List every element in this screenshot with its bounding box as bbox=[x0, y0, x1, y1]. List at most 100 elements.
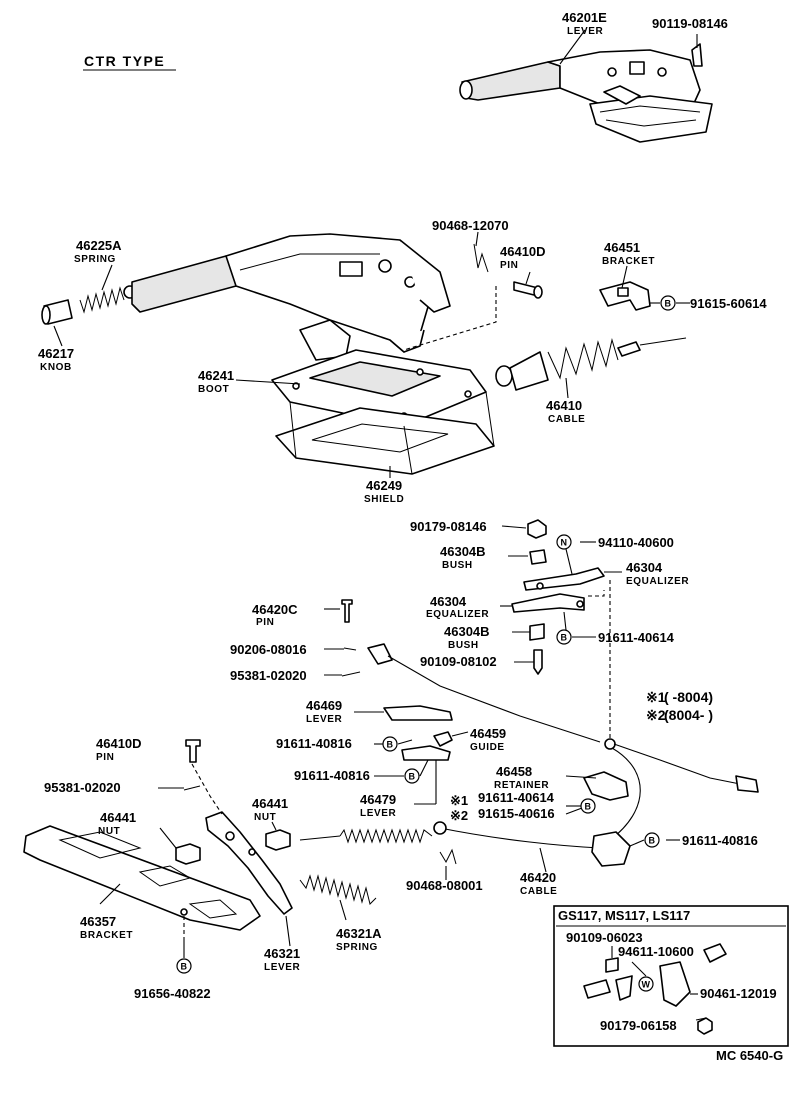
svg-text:B: B bbox=[649, 836, 656, 846]
lever-assembly-small-drawing bbox=[459, 43, 713, 143]
callout-90468-08001-number: 90468-08001 bbox=[406, 878, 483, 893]
callout-46304b-upper-label: BUSH bbox=[442, 560, 473, 571]
callout-46321a-label: SPRING bbox=[336, 942, 378, 953]
callout-46410-number: 46410 bbox=[546, 398, 582, 413]
callout-46357-label: BRACKET bbox=[80, 930, 133, 941]
callout-91611-40614-b-number: 91611-40614 bbox=[478, 790, 555, 805]
svg-text:※1: ※1 bbox=[646, 689, 666, 705]
callout-46321-number: 46321 bbox=[264, 946, 300, 961]
lever-46479-drawing bbox=[401, 745, 451, 761]
callout-46217-number: 46217 bbox=[38, 346, 74, 361]
svg-text:(8004- ): (8004- ) bbox=[664, 707, 713, 723]
retainer-46458-drawing bbox=[583, 771, 629, 801]
callout-46410d-lower-label: PIN bbox=[96, 752, 114, 763]
svg-text:※2: ※2 bbox=[646, 707, 666, 723]
callout-90206-08016-number: 90206-08016 bbox=[230, 642, 307, 657]
callout-46420c-number: 46420C bbox=[252, 602, 298, 617]
callout-91656-40822-number: 91656-40822 bbox=[134, 986, 211, 1001]
threaded-rod-drawing bbox=[299, 828, 433, 844]
callout-46420-number: 46420 bbox=[520, 870, 556, 885]
callout-46469-label: LEVER bbox=[306, 714, 343, 725]
callout-46459-number: 46459 bbox=[470, 726, 506, 741]
callout-91611-40816-c-number: 91611-40816 bbox=[682, 833, 758, 848]
callout-46304b-lower-number: 46304B bbox=[444, 624, 490, 639]
pin-46410d-lower-drawing bbox=[185, 739, 201, 763]
callout-46410d-lower-number: 46410D bbox=[96, 736, 142, 751]
callout-46420c-label: PIN bbox=[256, 617, 274, 628]
bracket-46451-drawing bbox=[599, 281, 651, 311]
bracket-46357-drawing bbox=[23, 825, 261, 931]
callout-46451-number: 46451 bbox=[604, 240, 640, 255]
cable-46410-drawing bbox=[495, 337, 687, 391]
main-lever-drawing bbox=[41, 233, 451, 361]
svg-text:B: B bbox=[409, 772, 416, 782]
callout-46441-right-label: NUT bbox=[254, 812, 276, 823]
boot-46241-drawing bbox=[271, 349, 487, 427]
callout-95381-02020-lower-number: 95381-02020 bbox=[44, 780, 121, 795]
callout-46304-left-number: 46304 bbox=[430, 594, 467, 609]
callout-46441-left-number: 46441 bbox=[100, 810, 136, 825]
callout-95381-02020-number: 95381-02020 bbox=[230, 668, 307, 683]
pin-95381-drawing bbox=[341, 671, 361, 677]
callout-46410d-label: PIN bbox=[500, 260, 518, 271]
callout-46241-label: BOOT bbox=[198, 384, 229, 395]
callout-91615-40616-number: 91615-40616 bbox=[478, 806, 555, 821]
callout-46479-number: 46479 bbox=[360, 792, 396, 807]
assembly-dashed-lines bbox=[183, 286, 611, 940]
callout-46357-number: 46357 bbox=[80, 914, 116, 929]
callout-46241-number: 46241 bbox=[198, 368, 234, 383]
callout-90119-08146-number: 90119-08146 bbox=[652, 16, 728, 31]
callout-46410-label: CABLE bbox=[548, 414, 585, 425]
callout-46441-right-number: 46441 bbox=[252, 796, 288, 811]
svg-text:W: W bbox=[642, 980, 651, 990]
callout-90468-12070-number: 90468-12070 bbox=[432, 218, 509, 233]
symbol-marks: B N B B B B B B bbox=[176, 295, 676, 974]
callout-46479-label: LEVER bbox=[360, 808, 397, 819]
callout-46201e-number: 46201E bbox=[562, 10, 607, 25]
callout-91611-40816-b-number: 91611-40816 bbox=[294, 768, 370, 783]
svg-text:CTR TYPE: CTR TYPE bbox=[84, 53, 165, 69]
callout-46249-label: SHIELD bbox=[364, 494, 404, 505]
svg-text:B: B bbox=[561, 633, 568, 643]
callout-46458-label: RETAINER bbox=[494, 780, 549, 791]
callout-90109-08102-number: 90109-08102 bbox=[420, 654, 497, 669]
callout-91611-40614-number: 91611-40614 bbox=[598, 630, 675, 645]
figure-code: MC 6540-G bbox=[716, 1048, 783, 1063]
callout-46249-number: 46249 bbox=[366, 478, 402, 493]
callout-91615-60614-number: 91615-60614 bbox=[690, 296, 767, 311]
svg-text:B: B bbox=[387, 740, 394, 750]
svg-text:B: B bbox=[585, 802, 592, 812]
equalizer-group-drawing bbox=[511, 519, 605, 675]
note-ref-1: ※1 bbox=[450, 793, 468, 808]
pin-46420c-drawing bbox=[341, 599, 353, 623]
callout-46225a-number: 46225A bbox=[76, 238, 122, 253]
callout-46201e-label: LEVER bbox=[567, 26, 604, 37]
lever-46321-drawing bbox=[205, 811, 293, 915]
pin-46410d-drawing bbox=[513, 281, 543, 299]
svg-text:( -8004): ( -8004) bbox=[664, 689, 713, 705]
shield-46249-drawing bbox=[275, 391, 495, 475]
diagram-title: CTR TYPE bbox=[83, 53, 176, 71]
callout-46304b-lower-label: BUSH bbox=[448, 640, 479, 651]
svg-text:N: N bbox=[561, 538, 568, 548]
callout-46225a-label: SPRING bbox=[74, 254, 116, 265]
callout-46304-left-label: EQUALIZER bbox=[426, 609, 489, 620]
callout-94110-40600-number: 94110-40600 bbox=[598, 535, 674, 550]
inset-part-94611-10600: 94611-10600 bbox=[618, 944, 694, 959]
callout-46420-label: CABLE bbox=[520, 886, 557, 897]
lever-46469-drawing bbox=[383, 705, 453, 721]
clip-drawing bbox=[473, 243, 489, 273]
inset-part-90109-06023: 90109-06023 bbox=[566, 930, 643, 945]
part-callouts: 46201E LEVER 90119-08146 90468-12070 462… bbox=[38, 10, 767, 1001]
note-ref-2: ※2 bbox=[450, 808, 468, 823]
callout-46441-left-label: NUT bbox=[98, 826, 120, 837]
production-notes: ※1 ( -8004) ※2 (8004- ) bbox=[646, 689, 713, 723]
callout-46459-label: GUIDE bbox=[470, 742, 505, 753]
callout-46458-number: 46458 bbox=[496, 764, 532, 779]
callout-46304-right-number: 46304 bbox=[626, 560, 663, 575]
svg-text:B: B bbox=[181, 962, 188, 972]
nut-46441-right-drawing bbox=[265, 829, 291, 851]
callout-46321a-number: 46321A bbox=[336, 926, 382, 941]
callout-46304-right-label: EQUALIZER bbox=[626, 576, 689, 587]
callout-46217-label: KNOB bbox=[40, 362, 72, 373]
